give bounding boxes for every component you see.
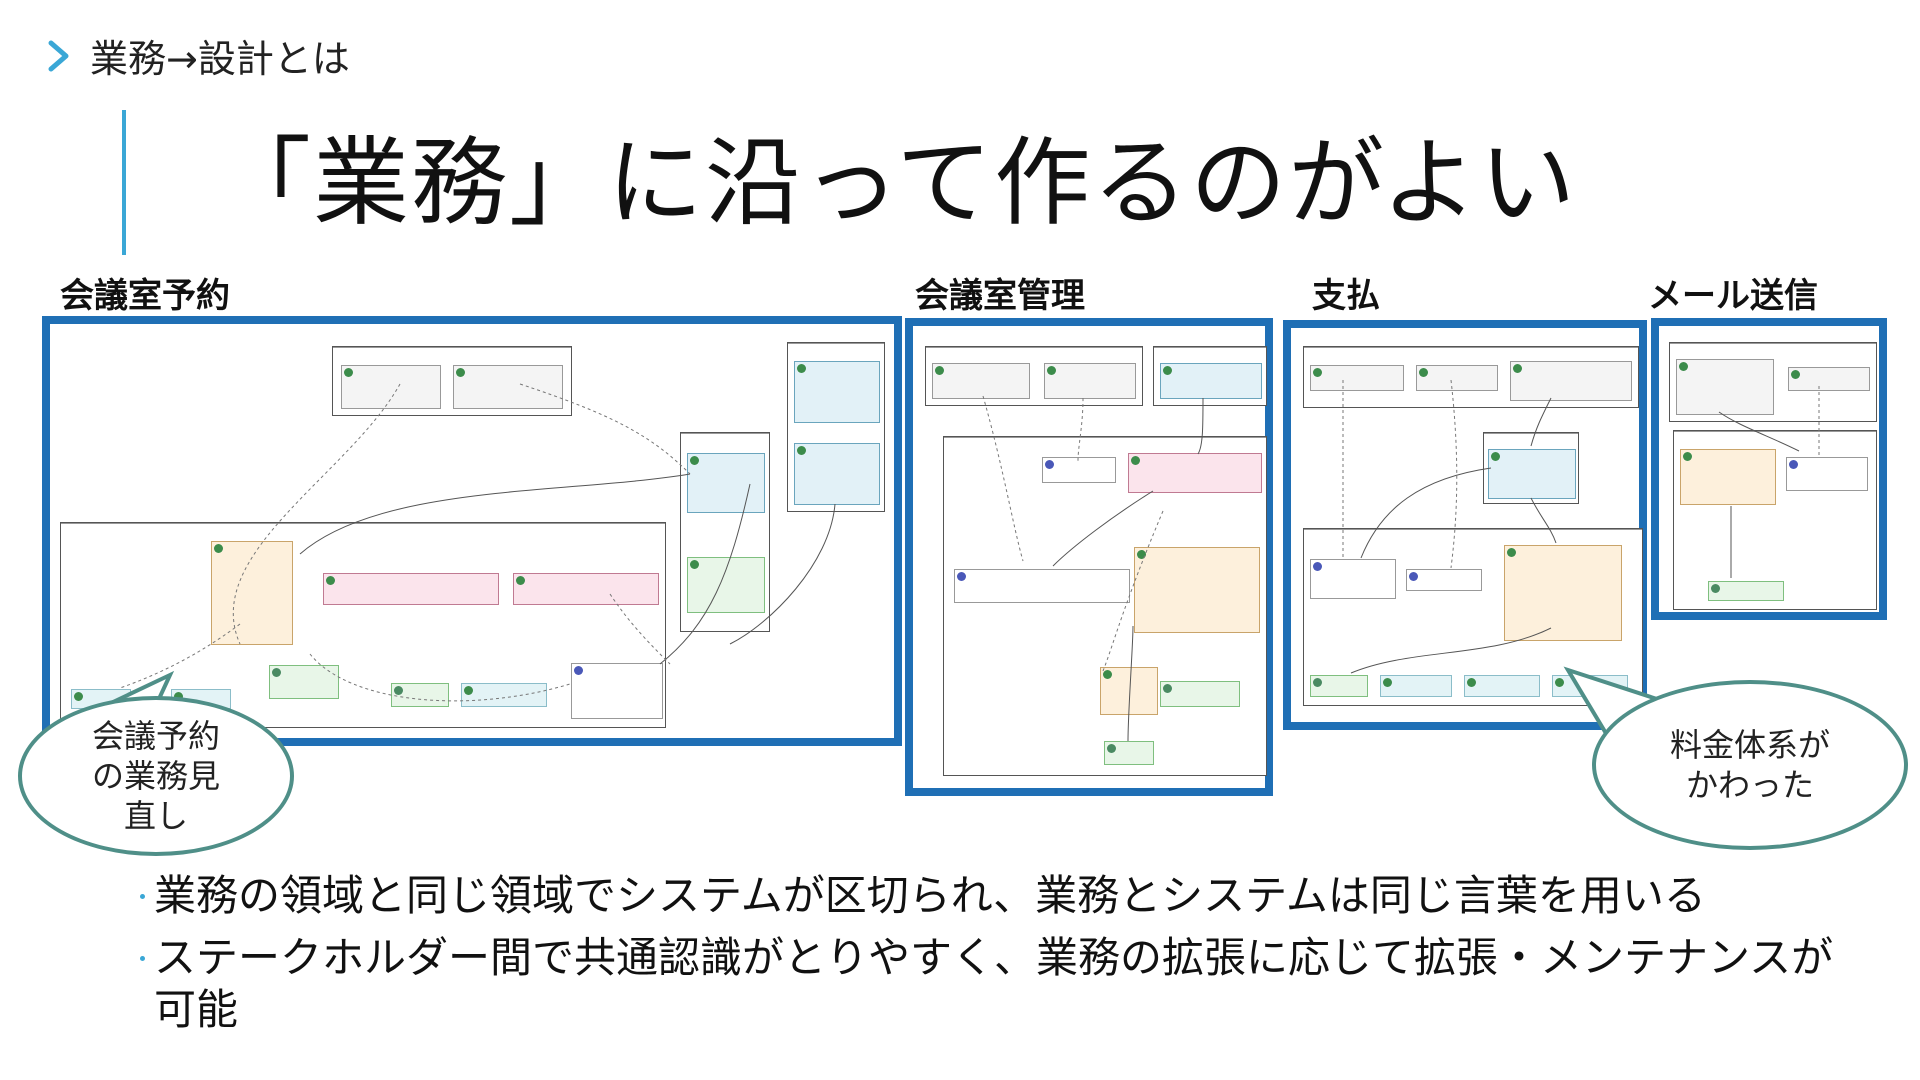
diagram-class — [1310, 559, 1396, 599]
diagram-class — [1676, 359, 1774, 415]
diagram-class — [1488, 449, 1576, 499]
diagram-class — [1680, 449, 1776, 505]
bullet-item: 業務の領域と同じ領域でシステムが区切られ、業務とシステムは同じ言葉を用いる — [140, 870, 1860, 922]
diagram-class — [1504, 545, 1622, 641]
diagram-package — [1303, 346, 1639, 408]
bullet-marker — [140, 956, 145, 961]
diagram-package — [1673, 430, 1877, 610]
diagram-panel-payment — [1283, 320, 1647, 730]
callout-right: 料金体系がかわった — [1592, 680, 1908, 850]
diagram-package — [943, 436, 1267, 776]
diagram-class — [1042, 457, 1116, 483]
diagram-package — [1303, 528, 1643, 706]
diagram-class — [1406, 569, 1482, 591]
diagram-class — [1134, 547, 1260, 633]
section-label-room-management: 会議室管理 — [915, 276, 1085, 316]
diagram-class — [1044, 363, 1136, 399]
section-label-mail: メール送信 — [1648, 276, 1818, 316]
diagram-package — [680, 432, 770, 632]
diagram-class — [1510, 361, 1632, 401]
diagram-package — [1153, 346, 1267, 406]
diagram-class — [1788, 367, 1870, 391]
diagram-class — [1416, 365, 1498, 391]
breadcrumb: 業務→設計とは — [46, 28, 350, 83]
diagram-class — [1310, 365, 1404, 391]
diagram-class — [794, 361, 880, 423]
diagram-class — [1552, 675, 1628, 697]
diagram-class — [1708, 581, 1784, 601]
diagram-class — [571, 663, 663, 719]
breadcrumb-text: 業務→設計とは — [90, 37, 350, 81]
diagram-class — [932, 363, 1030, 399]
diagram-class — [1160, 681, 1240, 707]
section-label-reservation: 会議室予約 — [60, 276, 230, 316]
diagram-package — [1669, 342, 1877, 422]
diagram-class — [1380, 675, 1452, 697]
diagram-class — [687, 557, 765, 613]
diagram-class — [211, 541, 293, 645]
callout-left-text: 会議予約の業務見直し — [91, 717, 220, 835]
bullet-list: 業務の領域と同じ領域でシステムが区切られ、業務とシステムは同じ言葉を用いる ステ… — [140, 870, 1860, 1046]
bullet-text: 業務の領域と同じ領域でシステムが区切られ、業務とシステムは同じ言葉を用いる — [154, 871, 1706, 920]
chevron-right-icon — [48, 40, 69, 71]
page-title: 「業務」に沿って作るのがよい — [215, 127, 1578, 239]
section-label-payment: 支払 — [1312, 276, 1380, 316]
diagram-class — [513, 573, 659, 605]
bullet-item: ステークホルダー間で共通認識がとりやすく、業務の拡張に応じて拡張・メンテナンスが… — [140, 932, 1860, 1036]
diagram-package — [1483, 432, 1579, 504]
diagram-class — [323, 573, 499, 605]
bullet-marker — [140, 894, 145, 899]
title-accent-bar — [122, 110, 126, 255]
diagram-class — [954, 569, 1130, 603]
diagram-class — [461, 683, 547, 707]
diagram-panel-room-management — [905, 318, 1273, 796]
diagram-panel-mail — [1651, 318, 1887, 620]
callout-left: 会議予約の業務見直し — [18, 696, 294, 856]
diagram-class — [1104, 741, 1154, 765]
diagram-class — [391, 683, 449, 707]
callout-right-text: 料金体系がかわった — [1669, 726, 1830, 804]
diagram-class — [1128, 453, 1262, 493]
diagram-package — [332, 346, 572, 416]
diagram-class — [794, 443, 880, 505]
diagram-class — [1786, 457, 1868, 491]
diagram-class — [1310, 675, 1368, 697]
diagram-class — [269, 665, 339, 699]
diagram-class — [1160, 363, 1262, 399]
diagram-class — [687, 453, 765, 513]
diagram-panel-reservation — [42, 316, 902, 746]
diagram-class — [1464, 675, 1540, 697]
diagram-class — [341, 365, 441, 409]
diagram-class — [453, 365, 563, 409]
diagram-package — [787, 342, 885, 512]
bullet-text: ステークホルダー間で共通認識がとりやすく、業務の拡張に応じて拡張・メンテナンスが… — [154, 933, 1834, 1034]
diagram-class — [1100, 667, 1158, 715]
diagram-package — [925, 346, 1143, 406]
